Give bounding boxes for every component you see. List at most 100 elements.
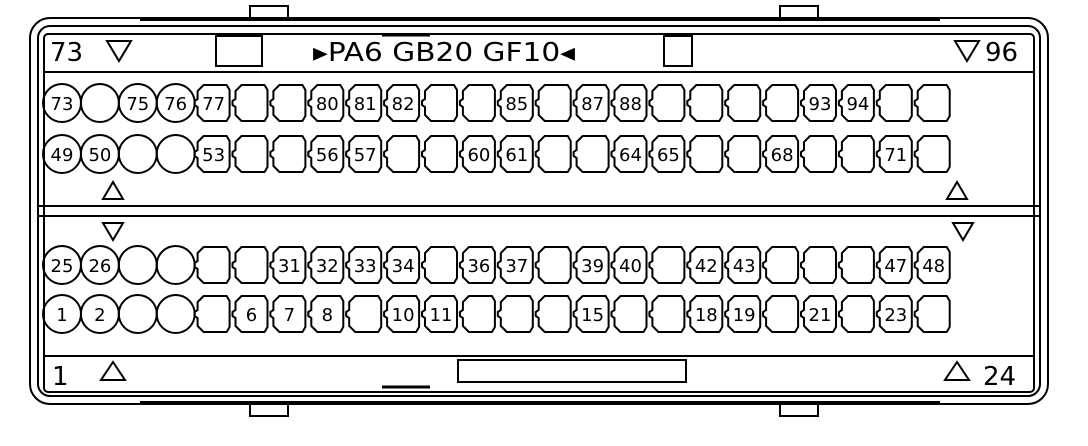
pin-cavity xyxy=(458,84,496,122)
pin-cavity: 93 xyxy=(800,84,837,122)
pin-cavity xyxy=(648,295,686,333)
pin-number-label: 48 xyxy=(922,256,945,277)
pin-cavity-square xyxy=(648,246,686,284)
pin-cavity xyxy=(383,135,421,173)
pin-cavity-square xyxy=(610,84,648,122)
pin-cavity xyxy=(269,84,307,122)
pin-cavity: 11 xyxy=(421,295,458,333)
pin-number-label: 49 xyxy=(51,145,74,166)
pin-cavity: 57 xyxy=(345,135,383,173)
pin-number-label: 39 xyxy=(581,256,604,277)
pin-cavity: 19 xyxy=(724,295,762,333)
pin-cavity-square xyxy=(421,246,458,284)
pin-cavity: 18 xyxy=(686,295,724,333)
pin-cavity-square xyxy=(837,246,875,284)
pin-cavity-square xyxy=(724,135,762,173)
pin-cavity xyxy=(421,84,458,122)
pin-cavity xyxy=(762,295,800,333)
mounting-tabs xyxy=(249,5,819,417)
pin-cavity xyxy=(648,84,686,122)
up-triangle-icon xyxy=(101,180,125,200)
pin-cavity xyxy=(231,246,269,284)
pin-cavity-square xyxy=(534,246,572,284)
pin-cavity-square xyxy=(269,84,307,122)
pin-cavity: 32 xyxy=(307,246,345,284)
pin-cavity-square xyxy=(421,295,458,333)
pin-cavity: 42 xyxy=(686,246,724,284)
pin-cavity xyxy=(610,295,648,333)
pin-cavity-square xyxy=(231,84,269,122)
pin-cavity: 2 xyxy=(79,294,120,334)
pin-cavity: 64 xyxy=(610,135,648,173)
pin-cavity-square xyxy=(269,246,307,284)
pin-cavity-square xyxy=(913,135,951,173)
pin-cavity-square xyxy=(648,135,686,173)
housing xyxy=(29,17,1049,405)
pin-cavity-square xyxy=(458,84,496,122)
pin-cavity: 82 xyxy=(383,84,421,122)
up-triangle-icon xyxy=(945,180,969,200)
pin-cavity-square xyxy=(231,135,269,173)
pin-cavity-square xyxy=(686,135,724,173)
pin-cavity-square xyxy=(762,246,800,284)
pin-cavity xyxy=(345,295,383,333)
pin-cavity: 85 xyxy=(496,84,534,122)
pin-cavity-square xyxy=(421,135,458,173)
pin-cavity: 15 xyxy=(572,295,610,333)
header-marking-box-left xyxy=(215,35,263,67)
pin-number-label: 8 xyxy=(322,305,333,326)
pin-number-label: 18 xyxy=(695,305,718,326)
polarity-markers xyxy=(101,180,975,242)
pin-cavity xyxy=(534,246,572,284)
pin-cavity xyxy=(117,245,158,285)
pin-cavity-round xyxy=(155,294,196,334)
pin-number-label: 77 xyxy=(202,94,225,115)
pin-cavity: 33 xyxy=(345,246,383,284)
pin-number-label: 34 xyxy=(392,256,415,277)
pin-number-label: 50 xyxy=(88,145,111,166)
housing-inner xyxy=(37,25,1041,397)
pin-cavity-square xyxy=(307,84,345,122)
pin-cavity xyxy=(534,295,572,333)
pin-number-label: 36 xyxy=(467,256,490,277)
pin-cavity xyxy=(193,295,231,333)
pin-cavity xyxy=(458,295,496,333)
pin-cavity-square xyxy=(458,246,496,284)
pin-cavity-square xyxy=(572,246,610,284)
pin-cavity: 10 xyxy=(383,295,421,333)
pin-cavity-square xyxy=(345,295,383,333)
pin-cavity-square xyxy=(762,295,800,333)
pin-cavity-square xyxy=(534,295,572,333)
pin-cavity: 50 xyxy=(79,134,120,174)
header-left-number: 73 xyxy=(50,38,83,68)
pin-cavity xyxy=(875,84,913,122)
pin-cavity xyxy=(572,135,610,173)
housing-frame xyxy=(43,33,1035,393)
pin-number-label: 31 xyxy=(278,256,301,277)
pin-number-label: 64 xyxy=(619,145,642,166)
pin-number-label: 23 xyxy=(884,305,907,326)
pin-number-label: 61 xyxy=(505,145,528,166)
pin-cavity-square xyxy=(307,295,345,333)
pin-number-label: 93 xyxy=(809,94,832,115)
up-triangle-icon xyxy=(99,360,127,381)
pin-number-label: 68 xyxy=(771,145,794,166)
pin-cavity-square xyxy=(383,246,421,284)
pin-cavity-square xyxy=(383,295,421,333)
pin-cavity: 34 xyxy=(383,246,421,284)
pin-cavity: 26 xyxy=(79,245,120,285)
footer-right-number: 24 xyxy=(983,362,1016,392)
pin-cavity xyxy=(800,246,837,284)
pin-cavity-square xyxy=(496,295,534,333)
pin-number-label: 56 xyxy=(316,145,339,166)
pin-cavity-square xyxy=(724,295,762,333)
pin-cavity-square xyxy=(800,135,837,173)
pin-cavity xyxy=(231,135,269,173)
pin-number-label: 87 xyxy=(581,94,604,115)
pin-number-label: 40 xyxy=(619,256,642,277)
footer-label-slot xyxy=(457,359,687,383)
pin-cavity-square xyxy=(269,135,307,173)
pin-cavity: 37 xyxy=(496,246,534,284)
pin-cavity-square xyxy=(458,135,496,173)
pin-cavity xyxy=(269,135,307,173)
